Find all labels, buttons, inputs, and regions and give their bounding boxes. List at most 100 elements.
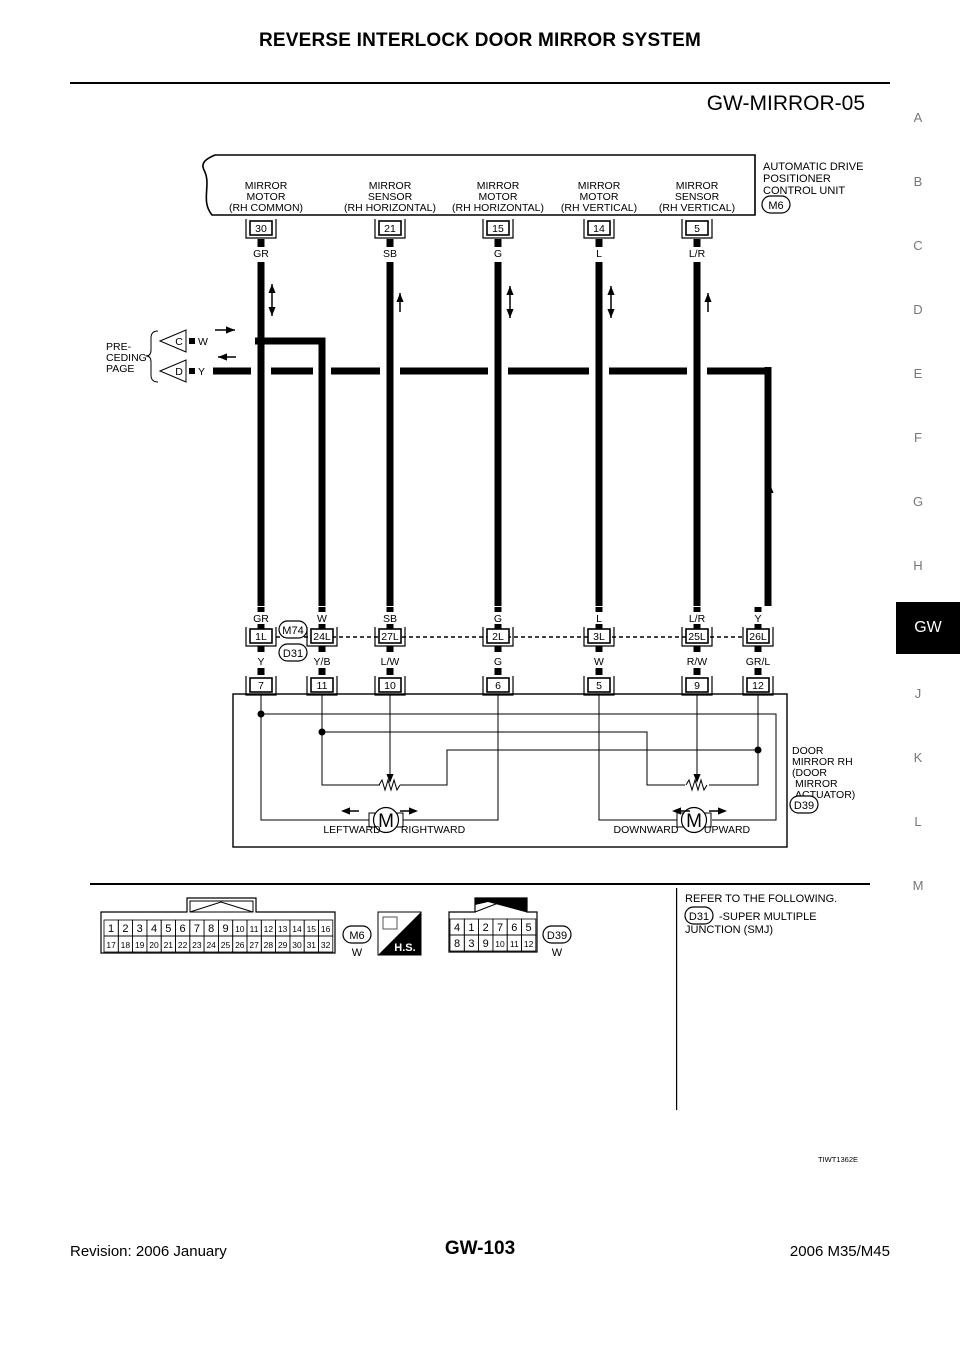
control-unit-pin: 15 [492, 223, 504, 235]
m6-pin-number: 30 [292, 940, 302, 950]
d39-pin-number: 1 [468, 922, 474, 934]
d39-pin-number: 3 [468, 938, 474, 950]
m6-pin-number: 10 [235, 924, 245, 934]
actuator-name: (DOOR [792, 767, 827, 779]
mirror-pin: 6 [495, 680, 501, 692]
wire-stub [257, 646, 265, 652]
wire-stub [257, 239, 265, 247]
wire-color-label: SB [383, 248, 397, 260]
pin-function-label: MOTOR [479, 191, 518, 203]
refer-title: REFER TO THE FOLLOWING. [685, 893, 837, 905]
junction-pin-box [310, 628, 334, 644]
m6-pin-number: 1 [108, 923, 114, 935]
section-tab-h[interactable]: H [913, 558, 923, 573]
hs-icon-fill [378, 912, 421, 955]
direction-label: UPWARD [704, 824, 751, 836]
section-tab-e[interactable]: E [913, 366, 923, 381]
control-unit-pin-box [249, 220, 273, 236]
wire-stub [754, 607, 762, 612]
wire-stub [318, 607, 326, 612]
junction-dot [318, 728, 326, 736]
section-tab-k[interactable]: K [913, 750, 923, 765]
wire-color-label: L [596, 613, 602, 625]
wire-stub [494, 607, 502, 612]
arrow-down-icon [607, 309, 615, 318]
d39-pin-cell [521, 934, 537, 952]
d39-pin-number: 9 [483, 938, 489, 950]
wire-stub [386, 607, 394, 612]
motor-icon [680, 806, 708, 834]
pin-function-label: SENSOR [675, 191, 720, 203]
section-tab-a[interactable]: A [913, 110, 923, 125]
section-tab-c[interactable]: C [913, 238, 923, 253]
section-tab-d[interactable]: D [913, 302, 923, 317]
m6-pin-number: 15 [307, 924, 317, 934]
m6-latch [189, 900, 254, 913]
m6-pin-number: 12 [264, 924, 274, 934]
section-tab-b[interactable]: B [913, 174, 923, 189]
arrow-up-icon [607, 286, 615, 295]
wire-color-label: W [317, 613, 327, 625]
d39-pin-number: 5 [526, 922, 532, 934]
footer-model: 2006 M35/M45 [789, 1243, 890, 1260]
arrow-down-icon [506, 309, 514, 318]
section-tab-gw[interactable]: GW [896, 602, 960, 654]
wire-color-label: Y [198, 366, 205, 378]
actuator-name: DOOR [792, 745, 824, 757]
section-tab-f[interactable]: F [914, 430, 922, 445]
control-unit-name: POSITIONER [763, 173, 831, 185]
arrow-down-icon [268, 307, 276, 316]
wire-stub [318, 646, 326, 652]
actuator-connector-id-oval [789, 795, 819, 814]
control-unit-pin: 14 [593, 223, 605, 235]
m6-pin-number: 5 [165, 923, 171, 935]
m6-pin-number: 32 [321, 940, 331, 950]
control-unit-pin-box [486, 220, 510, 236]
junction-pin: 3L [593, 631, 605, 643]
section-tab-g[interactable]: G [912, 494, 924, 509]
wire-stub [595, 239, 603, 247]
wire-color-label: L/W [381, 656, 400, 668]
section-tab-m[interactable]: M [912, 878, 924, 893]
junction-pin-box [486, 628, 510, 644]
junction-pin-box [685, 628, 709, 644]
d39-connector-id: D39 [547, 930, 567, 942]
junction-connector-id-oval [278, 620, 308, 639]
control-unit-name: CONTROL UNIT [763, 185, 845, 197]
wire-color-label: GR [253, 248, 269, 260]
m6-pin-number: 23 [192, 940, 202, 950]
mirror-pin-box [310, 677, 334, 693]
junction-pin-box [249, 628, 273, 644]
m6-pin-number: 17 [106, 940, 116, 950]
arrow-right-icon [718, 807, 727, 815]
arrow-up-icon [506, 286, 514, 295]
d39-pin-number: 11 [510, 939, 519, 949]
wire-stub [189, 338, 195, 344]
pin-function-label: MOTOR [580, 191, 619, 203]
wire-color-label: L/R [689, 613, 706, 625]
d39-connector-color: W [552, 947, 563, 959]
wire-color-label: G [494, 613, 502, 625]
pin-function-label: SENSOR [368, 191, 413, 203]
m6-pin-number: 26 [235, 940, 245, 950]
wire-color-label: Y/B [314, 656, 331, 668]
wire-stub [386, 624, 394, 630]
control-unit-pin-bracket [245, 219, 277, 239]
section-tab-j[interactable]: J [914, 686, 922, 701]
section-tab-l[interactable]: L [914, 814, 922, 829]
m6-connector-id-oval [342, 925, 372, 944]
wire-color-label: L/R [689, 248, 706, 260]
pin-function-label: MIRROR [477, 180, 520, 192]
off-page-ref-id: D [175, 366, 183, 378]
mirror-pin: 11 [317, 680, 328, 692]
wire-color-label: G [494, 248, 502, 260]
diagram-id: GW-MIRROR-05 [706, 92, 865, 115]
mirror-pin-box [685, 677, 709, 693]
junction-pin-box [746, 628, 770, 644]
control-unit-connector-id: M6 [768, 200, 783, 212]
direction-label: RIGHTWARD [401, 824, 466, 836]
m6-pin-number: 19 [135, 940, 145, 950]
arrow-up-icon [268, 284, 276, 293]
pin-function-label: MIRROR [369, 180, 412, 192]
junction-connector-id: M74 [282, 625, 303, 637]
